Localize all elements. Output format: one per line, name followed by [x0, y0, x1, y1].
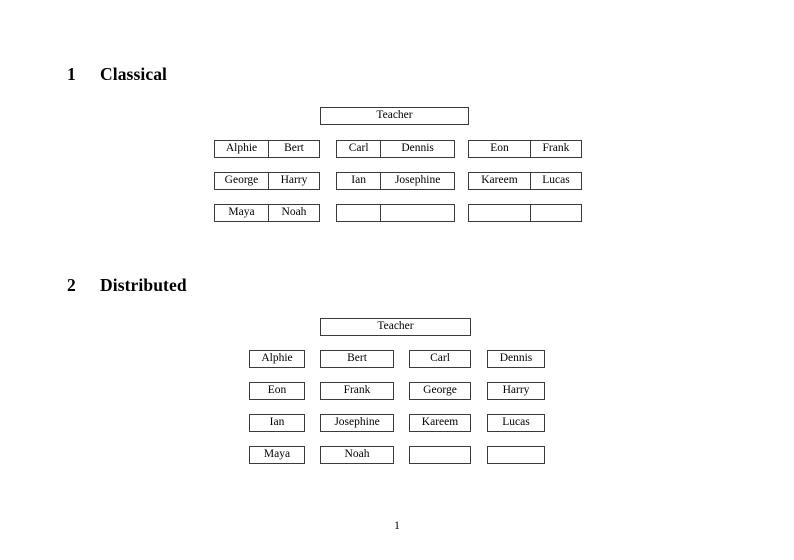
table-cell: Josephine [380, 173, 454, 189]
distributed-cell: Harry [487, 382, 545, 400]
distributed-cell: Kareem [409, 414, 471, 432]
teacher-label: Teacher [377, 319, 414, 332]
distributed-cell: Ian [249, 414, 305, 432]
classical-right-row-3 [468, 204, 582, 222]
classical-right-row-2: Kareem Lucas [468, 172, 582, 190]
distributed-cell [487, 446, 545, 464]
classical-left-row-2: George Harry [214, 172, 320, 190]
table-cell: Ian [269, 415, 285, 428]
classical-right-row-1: Eon Frank [468, 140, 582, 158]
classical-left-row-3: Maya Noah [214, 204, 320, 222]
section-number: 1 [67, 64, 76, 84]
section-number: 2 [67, 275, 76, 295]
table-cell: Eon [267, 383, 287, 396]
table-cell: Dennis [380, 141, 454, 157]
distributed-cell: Dennis [487, 350, 545, 368]
table-cell: George [423, 383, 457, 396]
table-cell: Lucas [502, 415, 530, 428]
distributed-cell: Lucas [487, 414, 545, 432]
table-cell: Lucas [529, 173, 581, 189]
teacher-box-distributed: Teacher [320, 318, 471, 336]
teacher-box-classical: Teacher [320, 107, 469, 125]
classical-middle-row-2: Ian Josephine [336, 172, 455, 190]
teacher-label: Teacher [376, 108, 413, 121]
table-cell: Ian [351, 173, 366, 186]
distributed-cell: Eon [249, 382, 305, 400]
distributed-cell: Alphie [249, 350, 305, 368]
distributed-cell: Noah [320, 446, 394, 464]
table-cell: Eon [490, 141, 509, 154]
distributed-cell: Frank [320, 382, 394, 400]
table-cell [469, 205, 530, 221]
table-cell [380, 205, 454, 221]
section-title: Distributed [100, 275, 187, 295]
distributed-cell: Carl [409, 350, 471, 368]
table-cell: Bert [267, 141, 319, 157]
distributed-cell: Maya [249, 446, 305, 464]
table-cell: Frank [343, 383, 371, 396]
table-cell: Harry [502, 383, 530, 396]
distributed-cell [409, 446, 471, 464]
table-cell: Carl [348, 141, 369, 154]
distributed-cell: George [409, 382, 471, 400]
distributed-cell: Josephine [320, 414, 394, 432]
classical-middle-row-1: Carl Dennis [336, 140, 455, 158]
table-cell: George [224, 173, 259, 186]
table-cell: Frank [529, 141, 581, 157]
table-cell [337, 205, 380, 221]
table-cell: Harry [267, 173, 319, 189]
section-heading-classical: 1 Classical [67, 64, 167, 85]
table-cell: Carl [430, 351, 450, 364]
table-cell: Dennis [499, 351, 533, 364]
section-heading-distributed: 2 Distributed [67, 275, 187, 296]
table-cell: Josephine [334, 415, 380, 428]
table-cell: Alphie [225, 141, 258, 154]
table-cell [410, 447, 470, 463]
table-cell: Noah [344, 447, 370, 460]
table-cell [488, 447, 544, 463]
table-cell [529, 205, 581, 221]
table-cell: Kareem [481, 173, 518, 186]
page-number: 1 [394, 520, 400, 532]
distributed-cell: Bert [320, 350, 394, 368]
table-cell: Maya [263, 447, 291, 460]
table-cell: Maya [228, 205, 255, 218]
table-cell: Alphie [261, 351, 293, 364]
table-cell: Bert [347, 351, 367, 364]
table-cell: Kareem [421, 415, 459, 428]
classical-middle-row-3 [336, 204, 455, 222]
section-title: Classical [100, 64, 168, 84]
table-cell: Noah [267, 205, 319, 221]
classical-left-row-1: Alphie Bert [214, 140, 320, 158]
